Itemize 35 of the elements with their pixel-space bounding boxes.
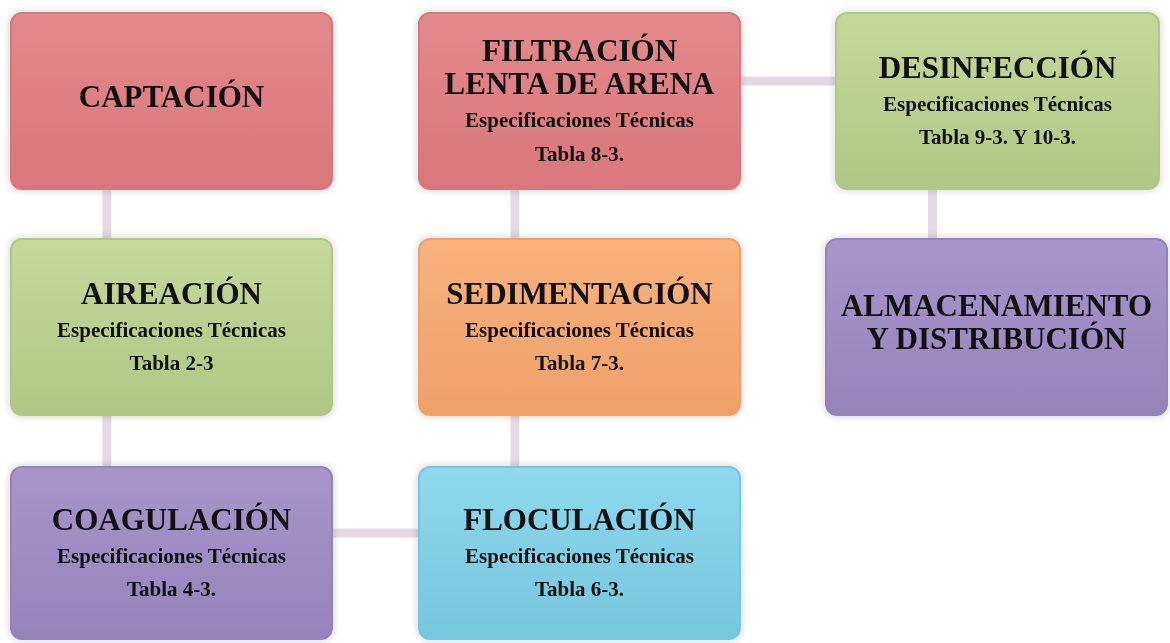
process-box [10,12,333,190]
step-subtitle: Especificaciones Técnicas [57,318,286,344]
connector-line [741,76,835,86]
connector-line [333,528,418,538]
process-box [418,466,741,640]
table-reference: Tabla 2-3 [129,351,214,377]
process-box [10,238,333,416]
connector-line [928,190,937,238]
table-reference: Tabla 7-3. [534,351,625,377]
step-title: COAGULACIÓN [51,503,292,537]
process-box [418,12,741,190]
step-subtitle: Especificaciones Técnicas [465,108,694,134]
step-title: AIREACIÓN [81,277,262,311]
step-subtitle: Especificaciones Técnicas [465,544,694,570]
connector-line [102,416,112,466]
process-box [835,12,1160,190]
step-title: SEDIMENTACIÓN [446,277,713,311]
table-reference: Tabla 9-3. Y 10-3. [919,125,1076,151]
process-box [418,238,741,416]
step-title: FLOCULACIÓN [463,503,696,537]
step-title: DESINFECCIÓN [878,51,1117,85]
step-title: FILTRACIÓN LENTA DE ARENA [443,35,716,101]
table-reference: Tabla 4-3. [126,577,217,603]
step-title: CAPTACIÓN [78,80,265,114]
process-box [10,466,333,640]
step-title: ALMACENAMIENTO Y DISTRIBUCIÓN [839,290,1154,356]
connector-line [510,416,520,466]
process-box [825,238,1168,416]
table-reference: Tabla 6-3. [534,577,625,603]
connector-line [102,190,112,238]
connector-line [510,190,520,238]
step-subtitle: Especificaciones Técnicas [883,92,1112,118]
step-subtitle: Especificaciones Técnicas [465,318,694,344]
step-subtitle: Especificaciones Técnicas [57,544,286,570]
table-reference: Tabla 8-3. [534,141,625,167]
